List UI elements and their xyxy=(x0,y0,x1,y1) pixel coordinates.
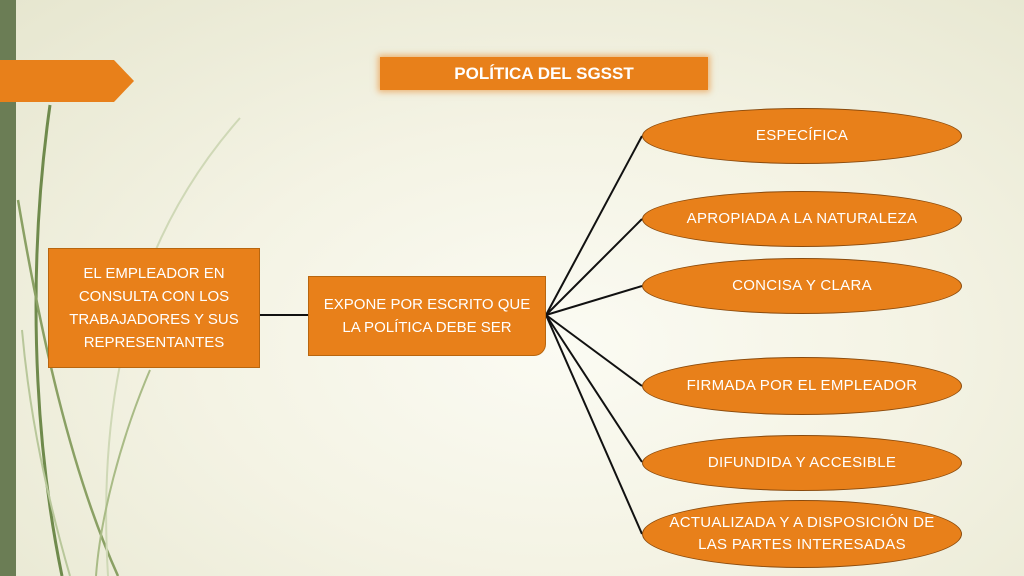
connector-to-attribute-1 xyxy=(545,135,643,316)
employer-node: EL EMPLEADOR EN CONSULTA CON LOS TRABAJA… xyxy=(48,248,260,368)
connector-to-attribute-2 xyxy=(545,218,643,316)
attribute-node-appropriate: APROPIADA A LA NATURALEZA xyxy=(642,191,962,247)
policy-statement-node: EXPONE POR ESCRITO QUE LA POLÍTICA DEBE … xyxy=(308,276,546,356)
connector-to-attribute-4 xyxy=(545,314,643,387)
left-side-bar xyxy=(0,0,16,576)
attribute-node-signed: FIRMADA POR EL EMPLEADOR xyxy=(642,357,962,415)
connector-to-attribute-6 xyxy=(545,314,643,535)
decorative-arrow-tab xyxy=(0,60,134,102)
connector-to-attribute-3 xyxy=(545,285,643,316)
attribute-node-concise: CONCISA Y CLARA xyxy=(642,258,962,314)
connector-to-attribute-5 xyxy=(545,314,643,463)
attribute-node-specific: ESPECÍFICA xyxy=(642,108,962,164)
diagram-title: POLÍTICA DEL SGSST xyxy=(380,57,708,90)
attribute-node-disseminated: DIFUNDIDA Y ACCESIBLE xyxy=(642,435,962,491)
attribute-node-updated: ACTUALIZADA Y A DISPOSICIÓN DE LAS PARTE… xyxy=(642,500,962,568)
